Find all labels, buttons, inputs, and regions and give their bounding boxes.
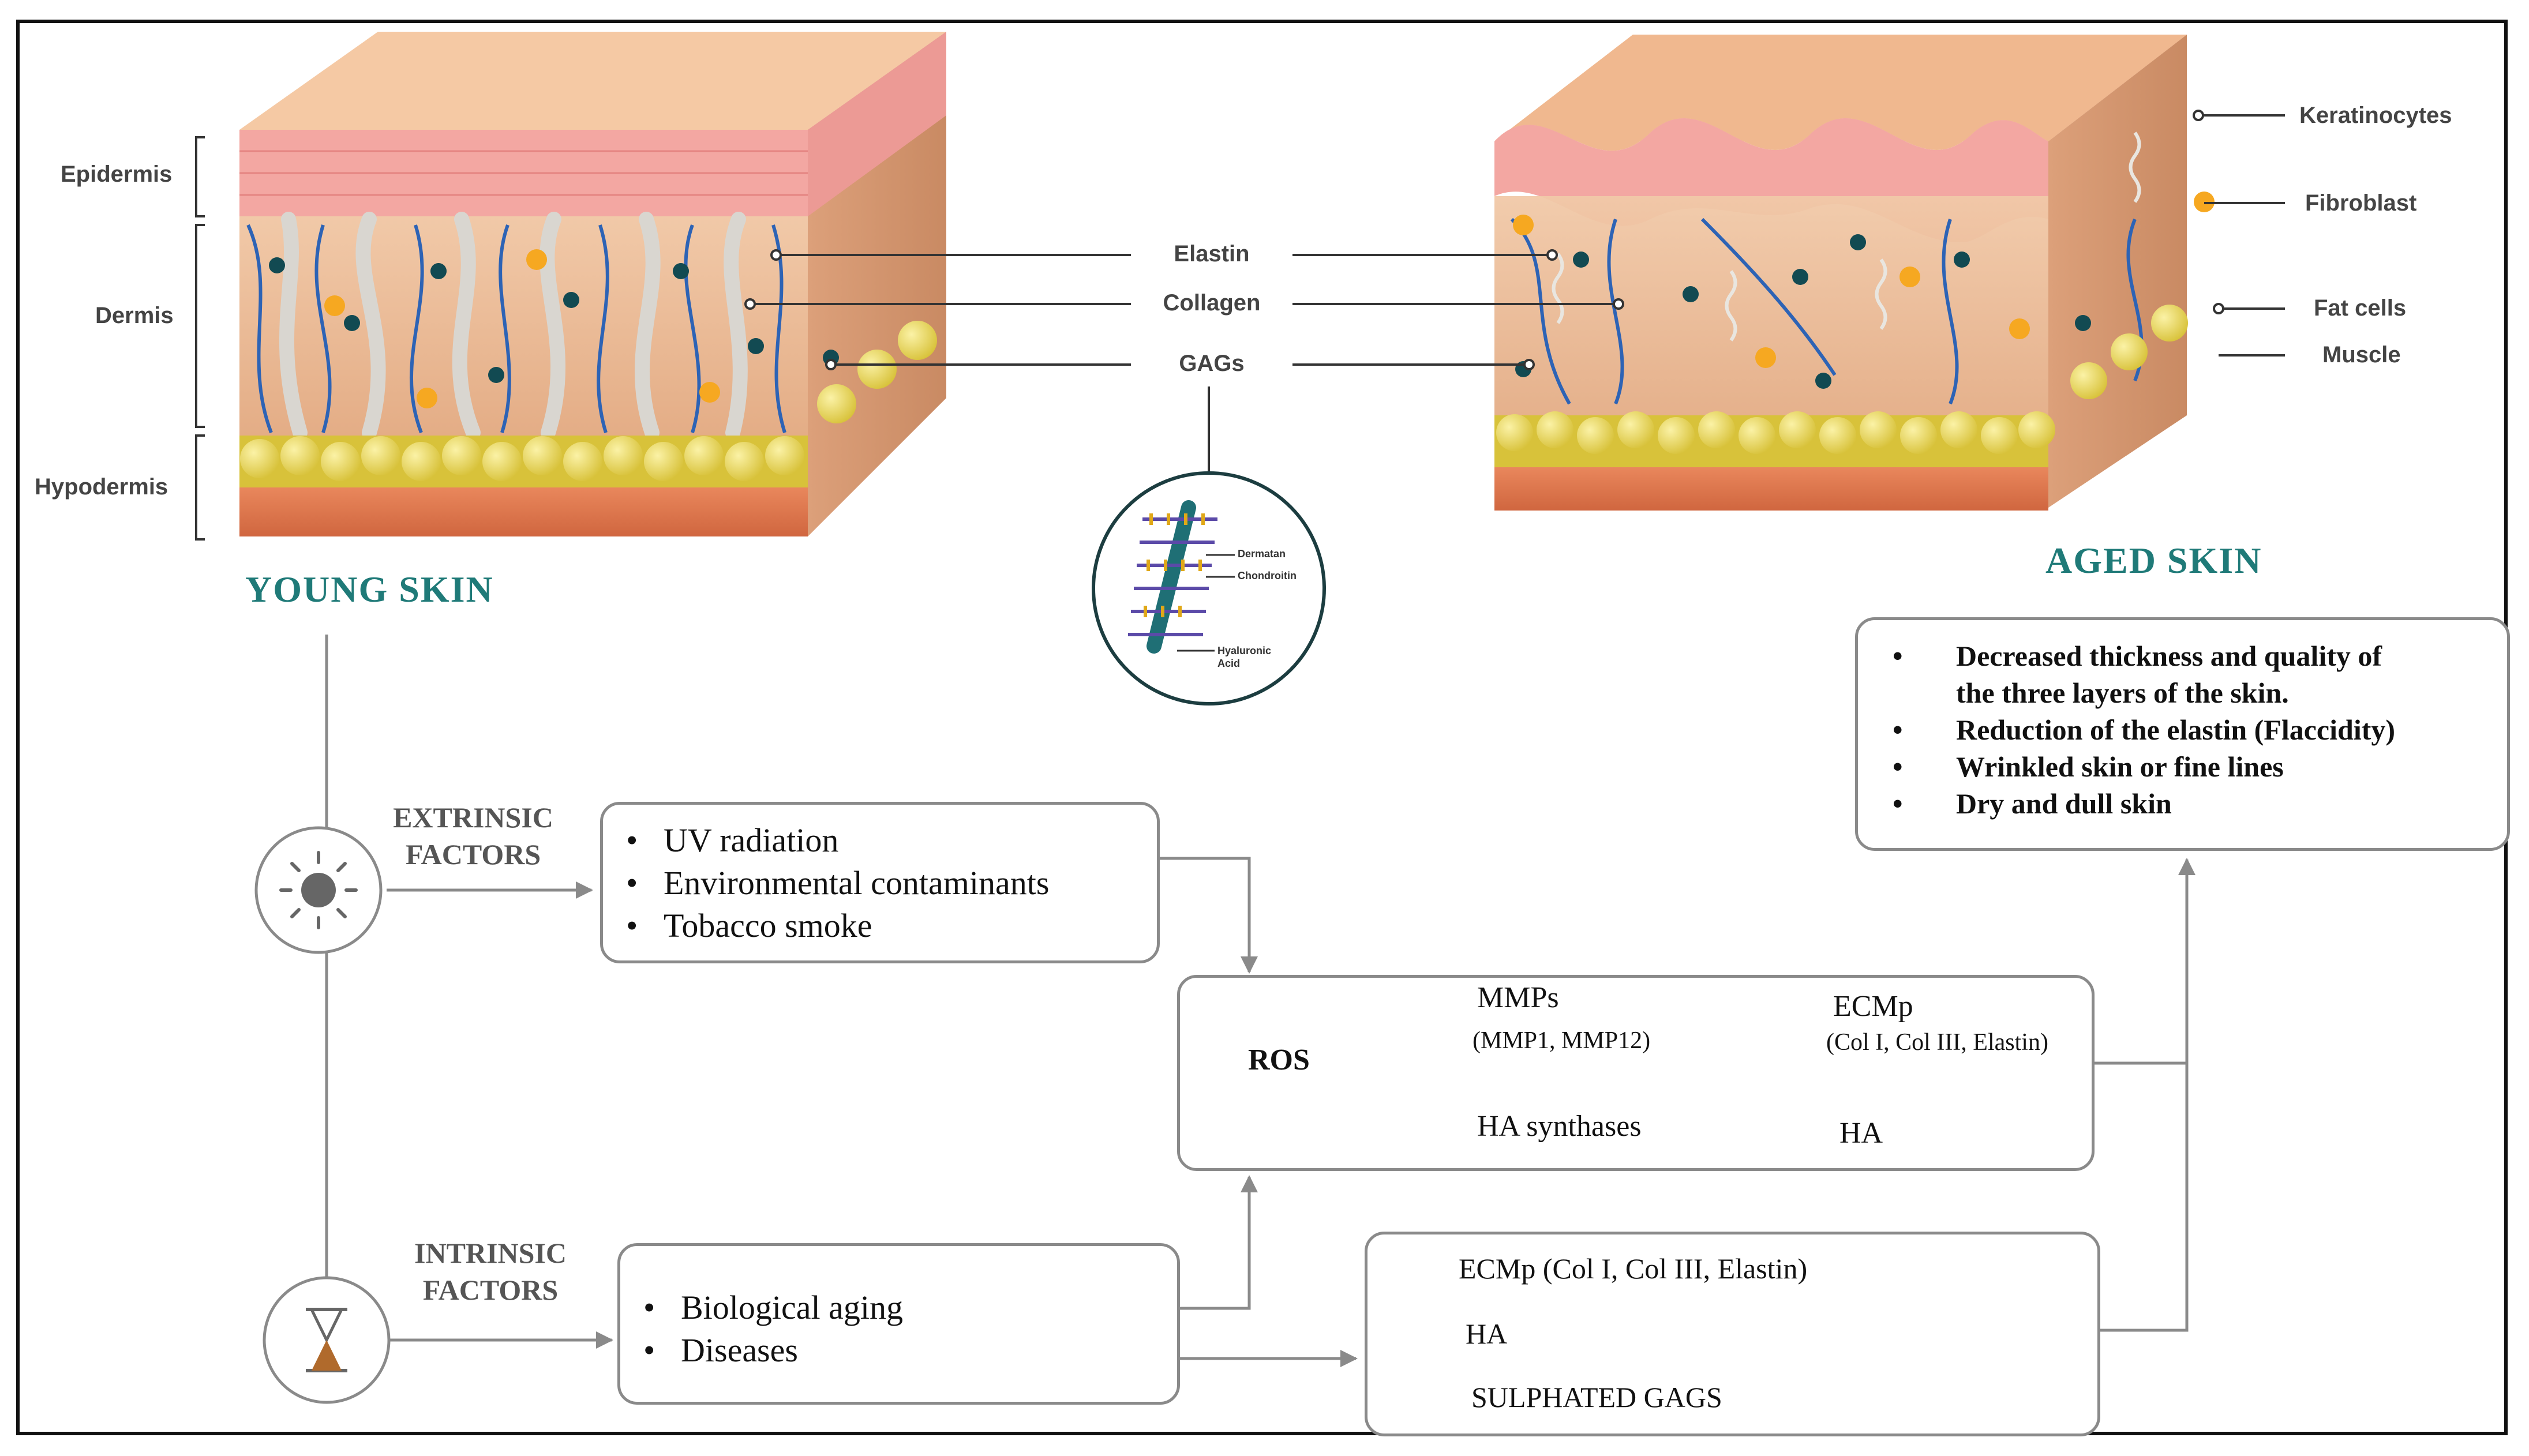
aged-skin-title: AGED SKIN xyxy=(2045,540,2262,581)
extrinsic-factors-box: •UV radiation •Environmental contaminant… xyxy=(600,802,1160,963)
label-collagen: Collagen xyxy=(1163,290,1261,316)
intrinsic-effect-ha: HA xyxy=(1466,1318,1508,1350)
young-skin-illustration xyxy=(239,32,946,536)
mmps-label: MMPs xyxy=(1477,981,1559,1014)
ha-label: HA xyxy=(1839,1117,1883,1150)
aged-effect-4: •Dry and dull skin xyxy=(1893,787,2172,820)
intrinsic-effects-box xyxy=(1365,1232,2100,1436)
layer-label-dermis: Dermis xyxy=(95,303,174,328)
gag-molecule-inset xyxy=(1092,471,1326,706)
layer-brackets xyxy=(195,136,205,541)
aged-skin-illustration xyxy=(1494,35,2215,511)
inset-label-acid: Acid xyxy=(1217,658,1241,669)
label-leader-lines xyxy=(750,114,2285,479)
young-skin-title: YOUNG SKIN xyxy=(245,569,494,610)
label-elastin: Elastin xyxy=(1174,241,1250,267)
sun-icon xyxy=(254,826,383,954)
extrinsic-item: •Tobacco smoke xyxy=(626,907,872,944)
layer-label-hypodermis: Hypodermis xyxy=(35,474,168,500)
ros-mechanism-box xyxy=(1177,975,2095,1171)
extrinsic-item: •Environmental contaminants xyxy=(626,864,1050,902)
mmps-detail: (MMP1, MMP12) xyxy=(1473,1027,1651,1054)
aged-effect-1-cont: the three layers of the skin. xyxy=(1956,677,2289,709)
intrinsic-label-line1: INTRINSIC xyxy=(414,1237,567,1269)
extrinsic-item: •UV radiation xyxy=(626,821,839,859)
ecmp-detail: (Col I, Col III, Elastin) xyxy=(1826,1029,2048,1056)
ecmp-label: ECMp xyxy=(1833,990,1913,1023)
intrinsic-item: •Diseases xyxy=(643,1331,798,1369)
intrinsic-effect-sulphated-gags: SULPHATED GAGS xyxy=(1471,1381,1722,1413)
extrinsic-label-line2: FACTORS xyxy=(405,838,541,870)
label-fat-cells: Fat cells xyxy=(2314,295,2407,321)
inset-label-chondroitin: Chondroitin xyxy=(1238,570,1297,581)
ros-label: ROS xyxy=(1248,1044,1310,1076)
label-fibroblast: Fibroblast xyxy=(2305,190,2417,216)
ha-synthases-label: HA synthases xyxy=(1477,1110,1642,1143)
inset-label-hyaluronic: Hyaluronic xyxy=(1217,645,1272,656)
aged-effect-1: •Decreased thickness and quality of xyxy=(1893,640,2382,672)
intrinsic-factors-label: INTRINSIC FACTORS xyxy=(398,1234,583,1308)
aged-effects-box: •Decreased thickness and quality of the … xyxy=(1855,617,2510,851)
aged-effect-3: •Wrinkled skin or fine lines xyxy=(1893,750,2284,783)
label-gags: GAGs xyxy=(1179,351,1245,376)
inset-label-dermatan: Dermatan xyxy=(1238,548,1286,560)
layer-label-epidermis: Epidermis xyxy=(61,162,173,187)
intrinsic-item: •Biological aging xyxy=(643,1289,903,1326)
label-keratinocytes: Keratinocytes xyxy=(2299,103,2452,128)
flow-connectors xyxy=(325,635,2195,1367)
hourglass-icon xyxy=(263,1276,391,1404)
intrinsic-effect-ecmp: ECMp (Col I, Col III, Elastin) xyxy=(1459,1252,1808,1285)
label-muscle: Muscle xyxy=(2322,342,2401,367)
extrinsic-factors-label: EXTRINSIC FACTORS xyxy=(381,799,565,873)
intrinsic-factors-box: •Biological aging •Diseases xyxy=(617,1243,1180,1405)
extrinsic-label-line1: EXTRINSIC xyxy=(393,801,553,834)
aged-effect-2: •Reduction of the elastin (Flaccidity) xyxy=(1893,714,2396,746)
intrinsic-label-line2: FACTORS xyxy=(422,1274,559,1306)
